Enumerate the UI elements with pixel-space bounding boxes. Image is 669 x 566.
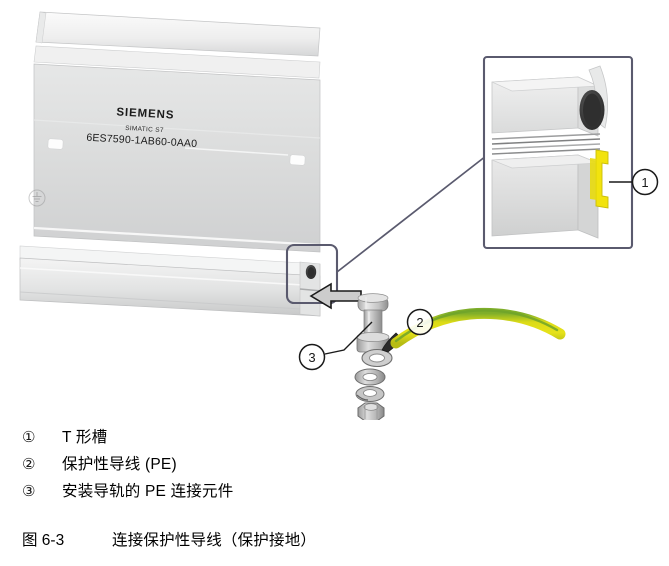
legend-marker-1: ① [22,428,36,446]
figure-illustration: 1 [19,11,659,420]
earth-ground-symbol [28,189,46,207]
t-slot-highlight [590,149,609,209]
rail-groove-stripes [491,133,601,155]
figure-legend: ① T 形槽 ② 保护性导线 (PE) ③ 安装导轨的 PE 连接元件 [0,424,669,505]
figure-number: 图 6-3 [22,532,65,549]
legend-item: ② 保护性导线 (PE) [0,451,669,478]
legend-label-2: 保护性导线 (PE) [62,455,177,473]
figure-caption: 图 6-3 连接保护性导线（保护接地） [0,528,669,550]
legend-item: ③ 安装导轨的 PE 连接元件 [0,478,669,505]
product-family-text: SIMATIC S7 [125,125,164,134]
callout-1: 1 [609,168,659,196]
detail-source-box [285,243,339,305]
legend-label-3: 安装导轨的 PE 连接元件 [62,482,234,500]
callout-2-number: 2 [416,315,423,330]
callout-3: 3 [298,321,373,371]
flat-washer [354,368,386,386]
detail-inset [482,55,634,250]
legend-item: ① T 形槽 [0,424,669,451]
legend-marker-3: ③ [22,482,36,500]
spring-lock-washer [355,386,385,402]
bolt-head [357,293,389,312]
callout-1-number: 1 [641,175,648,190]
hex-nut [357,402,385,420]
mounting-rail [19,11,323,317]
callout-3-number: 3 [308,350,315,365]
legend-label-1: T 形槽 [62,428,108,446]
callout-2: 2 [406,308,434,336]
legend-marker-2: ② [22,455,36,473]
pe-connection-assembly [354,293,404,420]
rail-mounting-slot [47,138,306,166]
figure-caption-text: 连接保护性导线（保护接地） [112,532,317,549]
brand-text: SIEMENS [116,106,175,121]
detail-leader-line [336,155,487,273]
